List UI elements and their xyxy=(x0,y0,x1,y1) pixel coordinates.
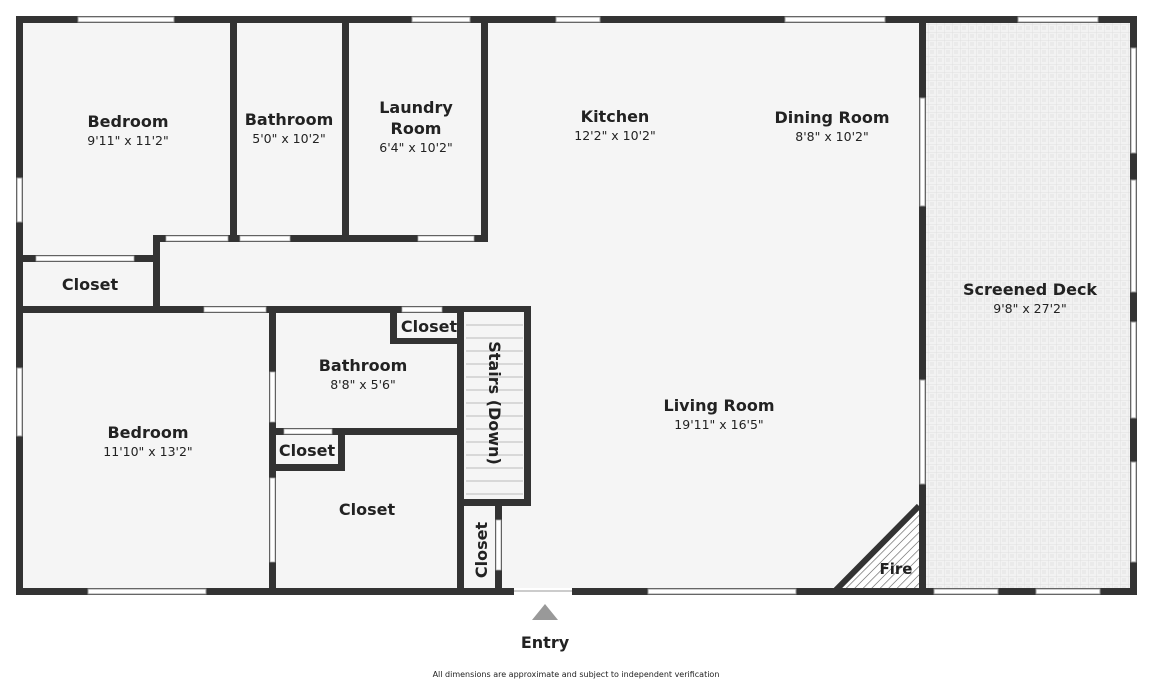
closet-center-label: Closet xyxy=(339,500,396,519)
closet-left-label: Closet xyxy=(62,275,119,294)
laundry-label-1: Laundry xyxy=(379,98,453,117)
stairs-label: Stairs (Down) xyxy=(485,341,504,465)
bedroom-top-dims: 9'11" x 11'2" xyxy=(87,133,168,148)
living-label: Living Room xyxy=(664,396,775,415)
kitchen-dims: 12'2" x 10'2" xyxy=(574,128,655,143)
living-dims: 19'11" x 16'5" xyxy=(674,417,763,432)
bathroom-mid-dims: 8'8" x 5'6" xyxy=(330,377,396,392)
bathroom-mid-label: Bathroom xyxy=(319,356,408,375)
kitchen-label: Kitchen xyxy=(581,107,650,126)
deck-label: Screened Deck xyxy=(963,280,1097,299)
bathroom-top-dims: 5'0" x 10'2" xyxy=(252,131,325,146)
deck-dims: 9'8" x 27'2" xyxy=(993,301,1066,316)
entry-label: Entry xyxy=(521,633,570,652)
closet-vertical-label: Closet xyxy=(472,522,491,579)
entry-arrow-icon xyxy=(532,604,558,620)
dining-dims: 8'8" x 10'2" xyxy=(795,129,868,144)
windows xyxy=(16,16,1137,595)
fire-label: Fire xyxy=(880,560,913,578)
bathroom-top-label: Bathroom xyxy=(245,110,334,129)
closet-small-label: Closet xyxy=(279,441,336,460)
bedroom-top-label: Bedroom xyxy=(87,112,168,131)
laundry-label-2: Room xyxy=(391,119,442,138)
deck-floor xyxy=(925,20,1133,592)
dining-label: Dining Room xyxy=(774,108,889,127)
door-openings xyxy=(35,235,502,571)
closet-upper-label: Closet xyxy=(401,317,458,336)
laundry-dims: 6'4" x 10'2" xyxy=(379,140,452,155)
bedroom-bottom-dims: 11'10" x 13'2" xyxy=(103,444,192,459)
stairs-treads xyxy=(466,324,523,495)
bedroom-bottom-label: Bedroom xyxy=(107,423,188,442)
disclaimer: All dimensions are approximate and subje… xyxy=(433,670,720,679)
